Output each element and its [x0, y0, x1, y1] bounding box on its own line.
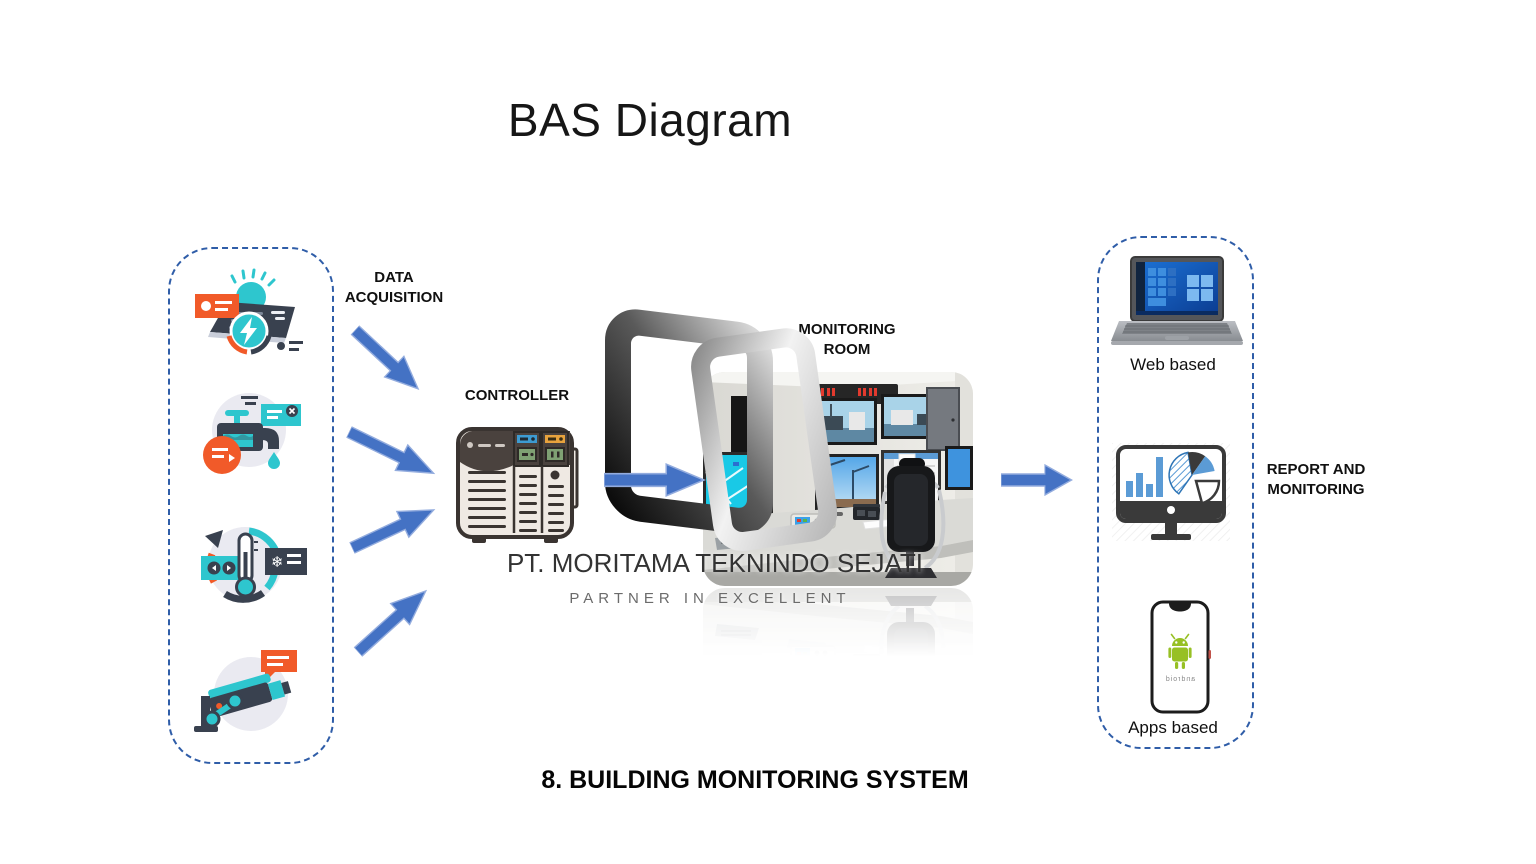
flow-arrow [342, 418, 442, 489]
charts-monitor-icon [1112, 443, 1230, 551]
apps-based-label: Apps based [1128, 718, 1218, 737]
watermark-tagline-text: PARTNER IN EXCELLENT [569, 590, 851, 607]
solar-power-sensor-icon [189, 260, 309, 362]
android-phone-icon: android [1148, 600, 1212, 716]
outputs-group-box [1097, 236, 1254, 749]
monitoring-room-label: MONITORING ROOM [798, 321, 896, 359]
laptop-windows-icon [1111, 255, 1243, 351]
plc-controller-icon [452, 413, 582, 547]
flow-arrow [1001, 463, 1073, 497]
moritama-logo-icon [602, 308, 838, 578]
watermark-company-text: PT. MORITAMA TEKNINDO SEJATI [506, 548, 924, 578]
controller-label: CONTROLLER [464, 387, 570, 404]
water-flow-sensor-icon [189, 378, 309, 480]
data-acquisition-label: DATA ACQUISITION [344, 269, 444, 307]
flow-arrow [344, 318, 430, 401]
footer-title: 8. BUILDING MONITORING SYSTEM [541, 766, 969, 794]
android-mirrored-text: android [1165, 676, 1195, 683]
flow-arrow [347, 578, 438, 664]
flow-arrow [345, 495, 442, 563]
report-monitoring-label: REPORT AND MONITORING [1266, 461, 1366, 499]
page-title: BAS Diagram [507, 94, 793, 146]
flow-arrow [604, 462, 706, 498]
web-based-label: Web based [1130, 355, 1216, 374]
cctv-camera-icon [187, 638, 307, 742]
sensors-group-box [168, 247, 334, 764]
svg-text:❄: ❄ [271, 553, 284, 571]
temperature-sensor-icon: ❄ [187, 508, 307, 612]
